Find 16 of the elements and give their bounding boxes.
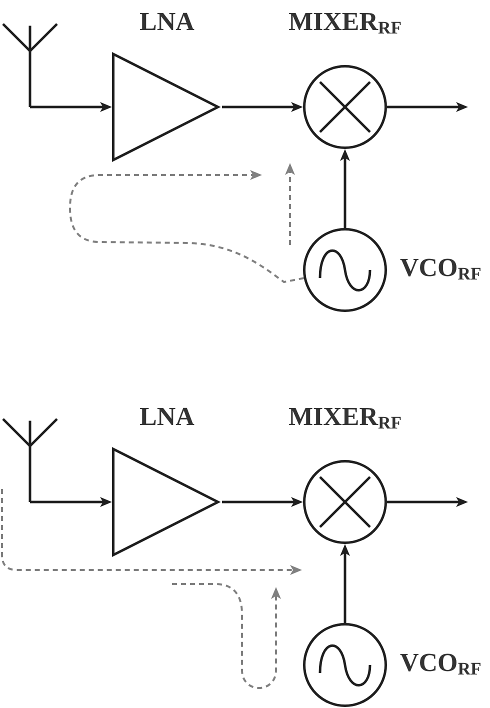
- arrow: [340, 149, 350, 228]
- dashed-arrow: [1, 488, 302, 575]
- arrow: [340, 544, 350, 623]
- arrow: [28, 102, 112, 112]
- component-label: VCO$_{RF}$: [400, 650, 482, 676]
- arrow: [387, 497, 468, 507]
- arrow: [28, 497, 112, 507]
- component-label: VCO$_{RF}$: [400, 255, 482, 281]
- component-label: LNA: [140, 404, 194, 430]
- component-label: MIXER$_{RF}$: [288, 404, 402, 430]
- arrow: [222, 102, 303, 112]
- arrow: [387, 102, 468, 112]
- dashed-arrow: [69, 170, 304, 283]
- component-label: MIXER$_{RF}$: [288, 9, 402, 35]
- component-label: LNA: [140, 9, 194, 35]
- arrow: [222, 497, 303, 507]
